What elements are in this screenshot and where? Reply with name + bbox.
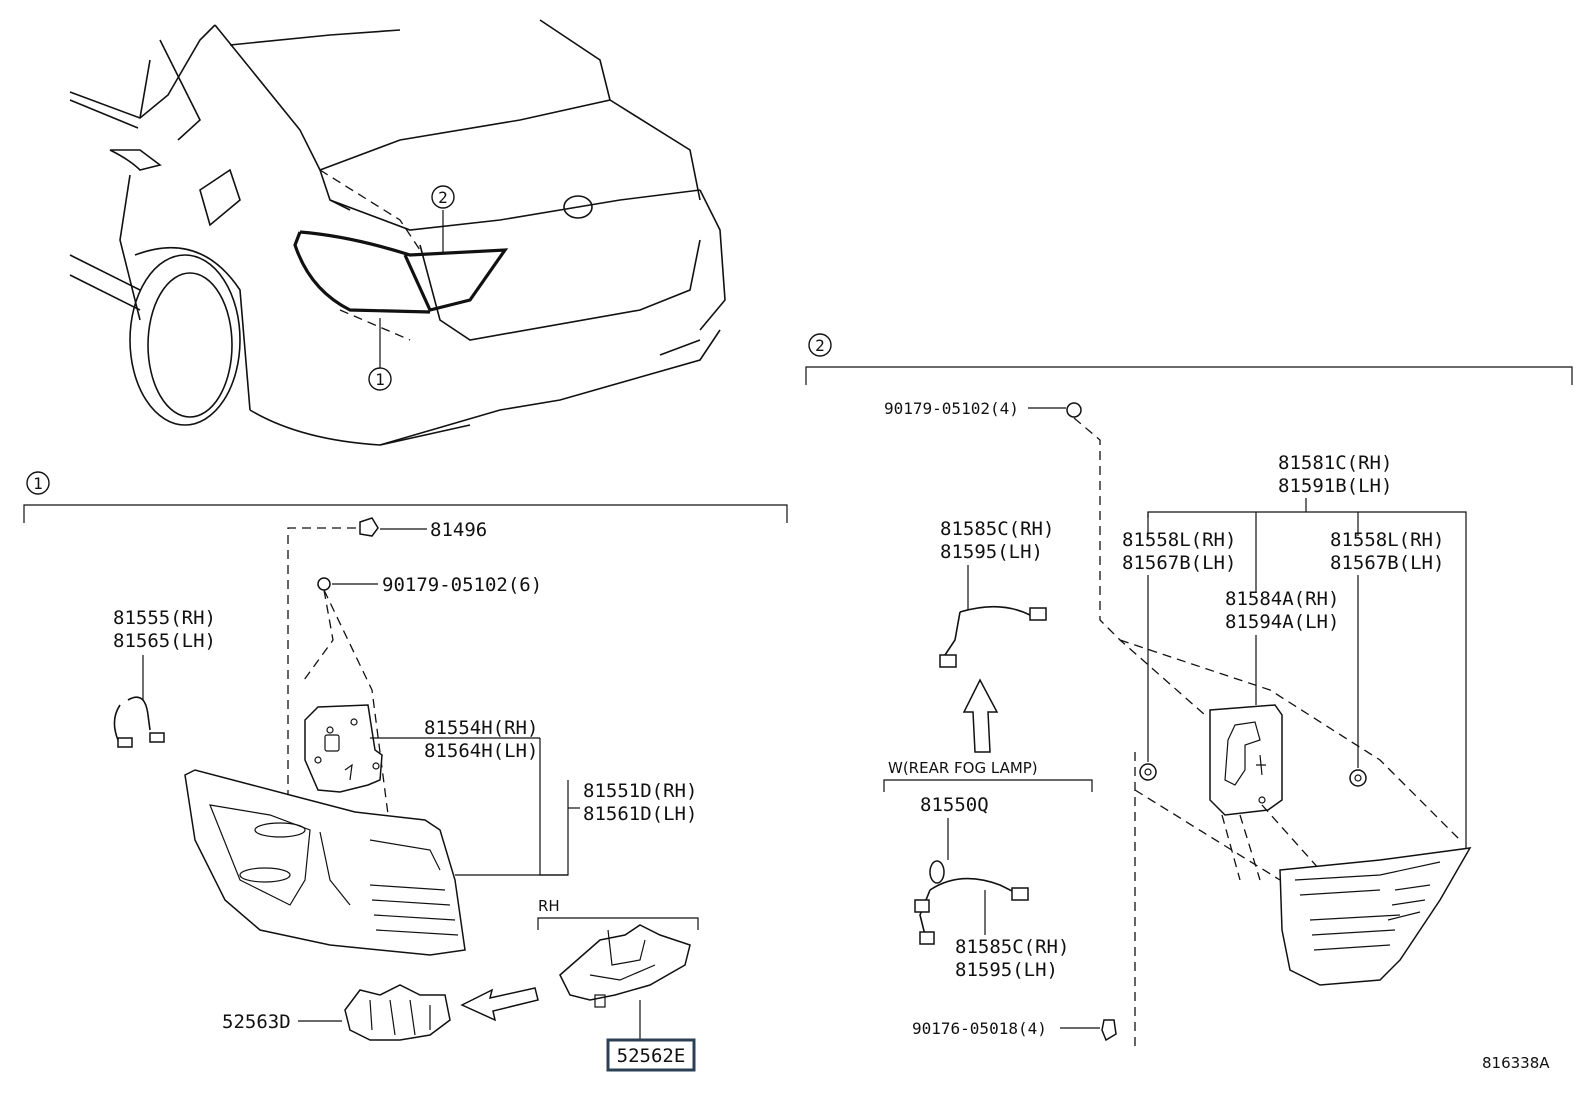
svg-text:81550Q: 81550Q: [920, 794, 989, 816]
svg-text:81564H(LH): 81564H(LH): [424, 740, 538, 762]
svg-text:1: 1: [375, 370, 385, 389]
svg-text:81594A(LH): 81594A(LH): [1225, 611, 1339, 633]
arrow-up: [962, 678, 999, 753]
svg-text:52562E: 52562E: [617, 1045, 686, 1067]
bracket-52562e: 52562E: [559, 924, 696, 1072]
clip-81496: 81496: [287, 517, 487, 830]
wire-81585c-lower: 81585C(RH) 81595(LH): [914, 877, 1069, 981]
gasket-81554h: 81554H(RH) 81564H(LH): [304, 704, 541, 793]
car-rear-illustration: [69, 19, 726, 446]
lamp-guide-line: [1134, 789, 1281, 881]
svg-text:1: 1: [33, 474, 43, 493]
svg-text:81561D(LH): 81561D(LH): [583, 803, 697, 825]
lamp-81551d-leader: 81551D(RH) 81561D(LH): [455, 750, 697, 876]
svg-text:90179-05102(4): 90179-05102(4): [884, 399, 1019, 418]
screw-90179-4: 90179-05102(4): [884, 399, 1461, 841]
fog-lamp-group: W(REAR FOG LAMP): [883, 759, 1093, 792]
rh-group: RH: [537, 897, 699, 930]
callout-2-on-car: 2: [431, 185, 455, 253]
screw-90176-4: 90176-05018(4): [912, 1019, 1117, 1042]
callout-1-on-car: 1: [368, 318, 392, 391]
wire-81585c-upper: 81585C(RH) 81595(LH): [939, 518, 1054, 668]
svg-text:81584A(RH): 81584A(RH): [1225, 588, 1339, 610]
svg-text:81567B(LH): 81567B(LH): [1330, 552, 1444, 574]
svg-text:52563D: 52563D: [222, 1011, 291, 1033]
svg-text:90176-05018(4): 90176-05018(4): [912, 1019, 1047, 1038]
svg-text:81558L(RH): 81558L(RH): [1122, 529, 1236, 551]
section-2-header: 2: [805, 333, 1573, 385]
arrow-left: [460, 987, 539, 1022]
svg-text:81595(LH): 81595(LH): [940, 541, 1043, 563]
svg-text:81551D(RH): 81551D(RH): [583, 780, 697, 802]
cover-52563d: 52563D: [222, 984, 451, 1041]
svg-text:81554H(RH): 81554H(RH): [424, 717, 538, 739]
svg-text:81585C(RH): 81585C(RH): [940, 518, 1054, 540]
svg-text:2: 2: [815, 336, 825, 355]
bulb-81550q: 81550Q: [920, 794, 989, 884]
rear-lamp-inner: [1279, 847, 1472, 986]
svg-text:81496: 81496: [430, 519, 487, 541]
svg-text:90179-05102(6): 90179-05102(6): [382, 574, 542, 596]
svg-text:81581C(RH): 81581C(RH): [1278, 452, 1392, 474]
svg-text:RH: RH: [538, 897, 560, 915]
svg-text:2: 2: [438, 188, 448, 207]
svg-text:81567B(LH): 81567B(LH): [1122, 552, 1236, 574]
grommet-81558l-b: 81558L(RH) 81567B(LH): [1330, 529, 1444, 787]
rear-lamp-outer: [184, 769, 466, 956]
svg-text:81585C(RH): 81585C(RH): [955, 936, 1069, 958]
lamp-81581c-leader: 81581C(RH) 81591B(LH): [1147, 452, 1467, 848]
svg-text:81558L(RH): 81558L(RH): [1330, 529, 1444, 551]
grommet-81558l-a: 81558L(RH) 81567B(LH): [1122, 529, 1236, 781]
svg-text:81565(LH): 81565(LH): [113, 630, 216, 652]
section-1-header: 1: [23, 471, 788, 523]
svg-text:81555(RH): 81555(RH): [113, 607, 216, 629]
holder-81584a: 81584A(RH) 81594A(LH): [1209, 588, 1339, 881]
svg-text:81595(LH): 81595(LH): [955, 959, 1058, 981]
diagram-id: 816338A: [1482, 1054, 1550, 1072]
svg-text:W(REAR FOG LAMP): W(REAR FOG LAMP): [888, 759, 1038, 777]
svg-text:81591B(LH): 81591B(LH): [1278, 475, 1392, 497]
socket-81555: 81555(RH) 81565(LH): [113, 607, 216, 748]
